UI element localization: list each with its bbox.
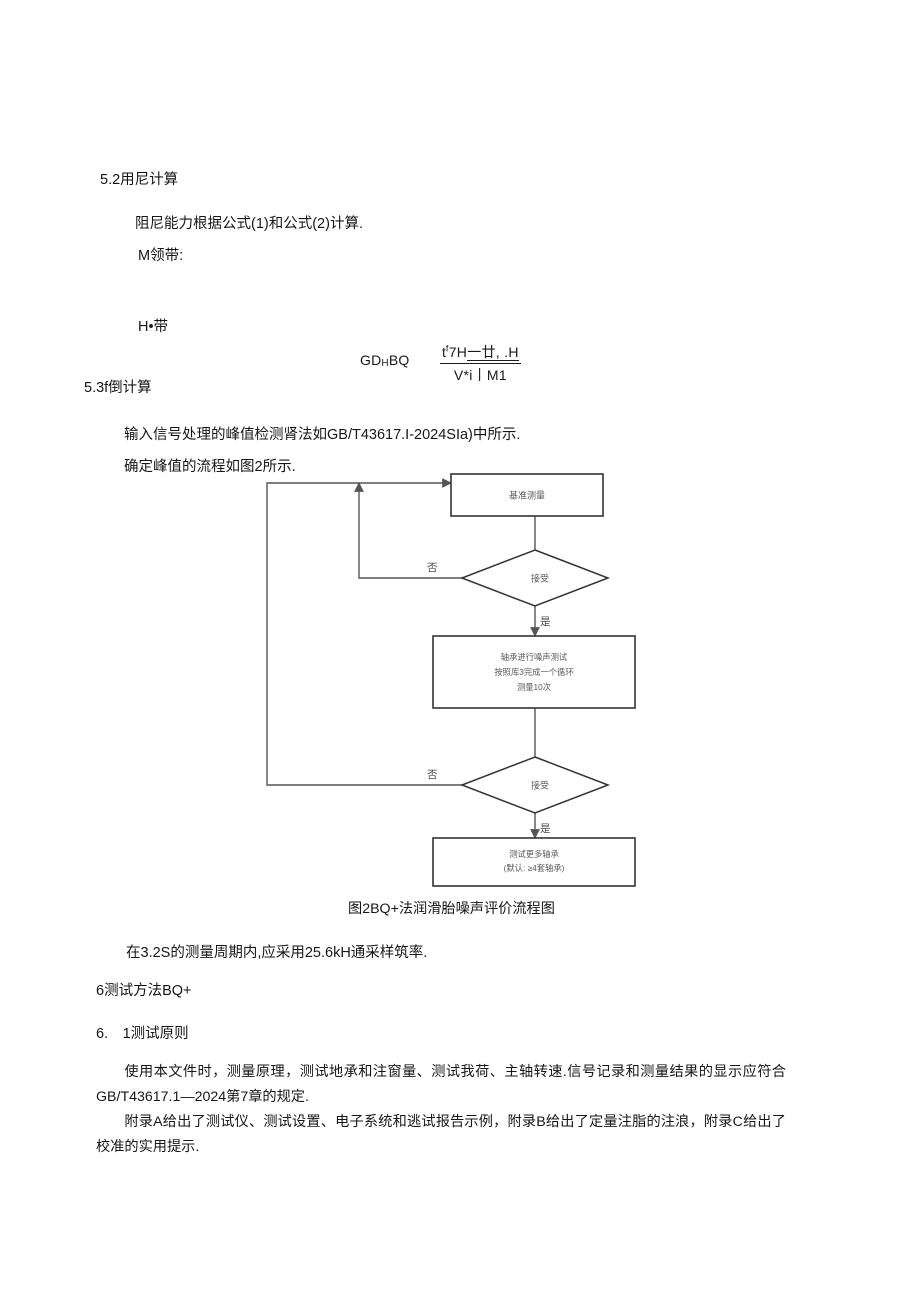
flow-node-decision2 <box>459 756 611 814</box>
section-heading-5-2: 5.2用尼计算 <box>100 172 179 188</box>
paragraph-5-3-flow-reference: 确定峰值的流程如图2所示. <box>124 459 296 475</box>
section-heading-5-3: 5.3f倒计算 <box>84 380 152 396</box>
flow-node-process-line1: 轴承进行噪声测试 <box>501 652 568 662</box>
flow-node-process-line2: 按照库3完成一个循环 <box>494 667 573 677</box>
flow-node-start-label: 基准测量 <box>509 489 545 500</box>
flow-node-end-line2: (默认: ≥4套轴承) <box>504 863 565 873</box>
paragraph-6-1-usage: 使用本文件时，测量原理，测试地承和注窗量、测试我荷、主轴转速.信号记录和测量结果… <box>96 1064 786 1105</box>
flow-node-decision1-label: 接受 <box>531 572 549 583</box>
formula-denominator: V*i丨M1 <box>440 363 521 385</box>
formula-numerator-superscript: f <box>445 343 449 354</box>
branch-label-no-1: 否 <box>427 562 438 574</box>
flow-node-end-line1: 测试更多轴承 <box>509 849 559 859</box>
section-heading-6-1: 6. 1测试原则 <box>96 1026 189 1042</box>
formula-numerator-main: 7H <box>448 344 468 360</box>
paragraph-sampling-rate: 在3.2S的测量周期内,应采用25.6kH通采样筑率. <box>126 945 428 961</box>
formula-left-label: GDHBQ <box>360 352 410 369</box>
paragraph-5-3-peak-detection: 输入信号处理的峰值检测肾法如GB/T43617.I-2024SIa)中所示. <box>124 427 521 443</box>
connector-decision1-no-to-start <box>354 482 500 579</box>
figure-2-caption: 图2BQ+法润滑胎噪声评价流程图 <box>348 901 555 917</box>
flow-node-process-line3: 测量10次 <box>517 682 551 692</box>
paragraph-6-1-annexes: 附录A给出了测试仪、测试设置、电子系统和逃试报告示例，附录B给出了定量注脂的注浪… <box>96 1114 786 1155</box>
paragraph-5-2-formula-reference: 阻尼能力根据公式(1)和公式(2)计算. <box>135 216 363 232</box>
flow-node-decision2-label: 接受 <box>531 779 549 790</box>
formula-left-label-subscript: H <box>381 358 389 369</box>
flow-node-start-box <box>450 473 604 517</box>
figure-2-flowchart: 基准测量 接受 否 是 轴承进行噪声测试 按照库3完成一个循环 测量10次 接受… <box>255 468 655 893</box>
branch-label-yes-1: 是 <box>540 616 551 628</box>
paragraph-5-2-h-label: H•带 <box>138 319 169 335</box>
formula-left-label-tail: BQ <box>388 352 410 368</box>
flowchart-svg: 基准测量 接受 否 是 轴承进行噪声测试 按照库3完成一个循环 测量10次 接受… <box>266 473 636 887</box>
formula-numerator-lead: t <box>442 344 446 360</box>
formula-fraction: tf7H一廿, .H V*i丨M1 <box>440 342 521 385</box>
paragraph-5-2-m-label: M领带: <box>138 248 184 264</box>
branch-label-no-2: 否 <box>427 769 438 781</box>
flow-node-process-box <box>432 635 636 709</box>
flow-node-end-box <box>432 837 636 887</box>
formula-left-label-head: GD <box>360 352 382 368</box>
formula-numerator: tf7H一廿, .H <box>440 342 521 363</box>
branch-label-yes-2: 是 <box>540 823 551 835</box>
section-heading-6: 6测试方法BQ+ <box>96 983 192 999</box>
formula-numerator-boxed: 一廿, .H <box>467 344 519 361</box>
connector-decision2-no-to-start <box>266 478 500 786</box>
flow-node-decision1 <box>459 549 611 607</box>
